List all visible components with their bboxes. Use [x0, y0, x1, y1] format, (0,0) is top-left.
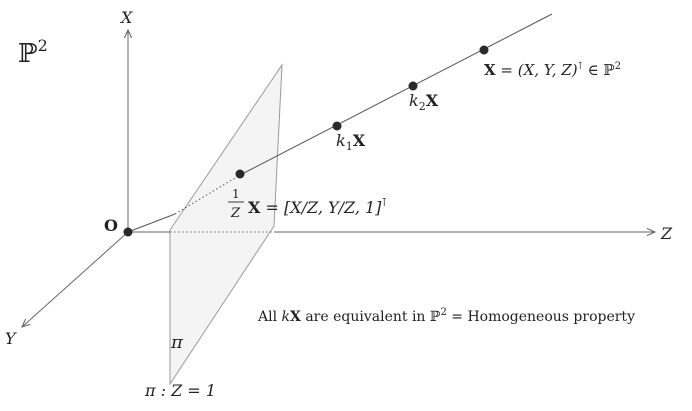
k1-point-label: k1X [336, 131, 366, 153]
x-axis-label: X [119, 8, 133, 27]
fraction-denominator: Z [230, 206, 241, 221]
origin-label: O [104, 216, 118, 235]
ray-hidden [174, 174, 241, 215]
k2-point-label: k2X [409, 91, 439, 113]
projection-plane [169, 63, 283, 386]
equivalence-note: All kX are equivalent in ℙ2 = Homogeneou… [257, 307, 635, 325]
y-axis [22, 231, 129, 327]
space-label: ℙ2 [18, 36, 48, 69]
z-axis-label: Z [660, 224, 673, 243]
main-point-label: X = (X, Y, Z)⊺ ∈ ℙ2 [484, 61, 621, 79]
k1-point [332, 121, 342, 131]
normalized-expression: X = [X/Z, Y/Z, 1]⊺ [248, 196, 387, 217]
ray [239, 13, 553, 176]
origin-point [123, 227, 133, 237]
plane-symbol: π [170, 332, 184, 353]
fraction-numerator: 1 [232, 187, 240, 201]
main-point [479, 45, 489, 55]
k2-point [408, 81, 418, 91]
normalized-point [235, 169, 245, 179]
y-axis-label: Y [5, 329, 17, 348]
plane-caption: π : Z = 1 [144, 381, 216, 400]
ray-front [127, 213, 176, 233]
normalized-point-label: 1 Z X = [X/Z, Y/Z, 1]⊺ [228, 187, 387, 221]
